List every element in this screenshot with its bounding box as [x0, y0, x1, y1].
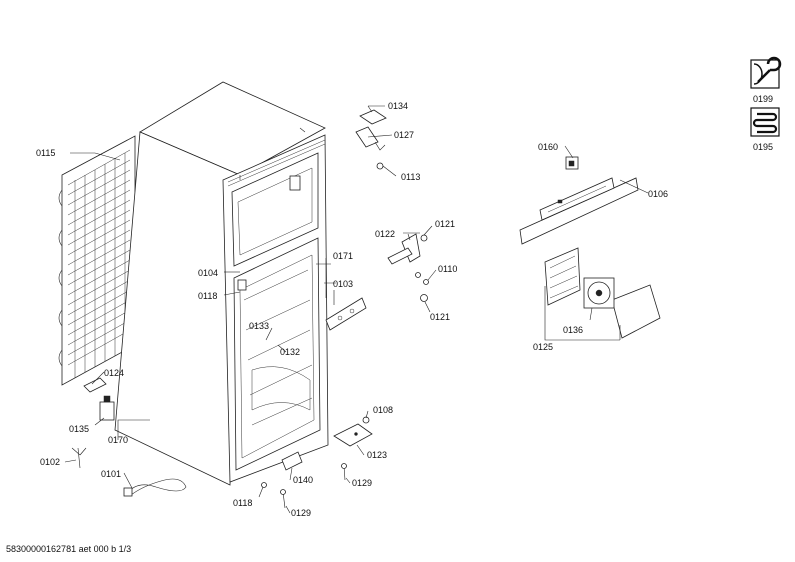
- label-0103: 0103: [333, 279, 353, 289]
- label-0133: 0133: [249, 321, 269, 331]
- label-0118-left: 0118: [198, 291, 217, 301]
- wrench-icon[interactable]: [750, 56, 782, 89]
- part-0129-bottom[interactable]: [280, 489, 286, 509]
- label-0121-top: 0121: [435, 219, 455, 229]
- label-0195: 0195: [753, 142, 773, 152]
- label-0110: 0110: [438, 264, 457, 274]
- label-0104: 0104: [198, 268, 218, 278]
- label-0108: 0108: [373, 405, 393, 415]
- label-0129-right: 0129: [352, 478, 372, 488]
- label-0129-bottom: 0129: [291, 508, 311, 518]
- part-0129-right[interactable]: [341, 463, 347, 481]
- part-0122[interactable]: [387, 233, 421, 265]
- label-0118-bottom: 0118: [233, 498, 252, 508]
- coil-icon[interactable]: [750, 107, 780, 137]
- part-0160[interactable]: [565, 156, 579, 170]
- label-0127: 0127: [394, 130, 414, 140]
- label-0123: 0123: [367, 450, 387, 460]
- power-cable-0101[interactable]: [123, 478, 187, 497]
- callout-labels: 0115 0134 0127 0113 0122 0121 0110 0121 …: [36, 94, 773, 518]
- label-0199: 0199: [753, 94, 773, 104]
- label-0115: 0115: [36, 148, 55, 158]
- part-0127[interactable]: [355, 126, 379, 148]
- part-0103[interactable]: [325, 297, 367, 331]
- part-0124[interactable]: [83, 377, 107, 393]
- label-0101: 0101: [101, 469, 121, 479]
- label-0171: 0171: [333, 251, 353, 261]
- leader-lines: [64, 105, 649, 514]
- label-0140: 0140: [293, 475, 313, 485]
- part-0140[interactable]: [281, 451, 303, 471]
- label-0124: 0124: [104, 368, 124, 378]
- label-0134: 0134: [388, 101, 408, 111]
- sensor-0102[interactable]: [71, 447, 87, 469]
- label-0160: 0160: [538, 142, 558, 152]
- control-panel-0106[interactable]: [519, 177, 639, 245]
- fan-housing-0125[interactable]: [544, 247, 661, 339]
- part-0134[interactable]: [359, 109, 387, 125]
- part-0113[interactable]: [376, 162, 384, 170]
- label-0106: 0106: [648, 189, 668, 199]
- label-0122: 0122: [375, 229, 395, 239]
- part-0121-bottom[interactable]: [420, 294, 428, 302]
- part-0118-bottom[interactable]: [261, 482, 267, 488]
- fan-0136[interactable]: [583, 277, 615, 309]
- cabinet-0170[interactable]: [114, 81, 329, 486]
- label-0136: 0136: [563, 325, 583, 335]
- label-0170: 0170: [108, 435, 128, 445]
- label-0135: 0135: [69, 424, 89, 434]
- label-0132: 0132: [280, 347, 300, 357]
- hinge-0123[interactable]: [333, 423, 373, 447]
- document-id: 58300000162781 aet 000 b 1/3: [6, 544, 132, 554]
- label-0125: 0125: [533, 342, 553, 352]
- label-0121-bottom: 0121: [430, 312, 450, 322]
- part-0110[interactable]: [415, 272, 429, 285]
- part-0121-top[interactable]: [420, 234, 428, 242]
- part-0135[interactable]: [99, 395, 115, 421]
- label-0102: 0102: [40, 457, 60, 467]
- label-0113: 0113: [401, 172, 420, 182]
